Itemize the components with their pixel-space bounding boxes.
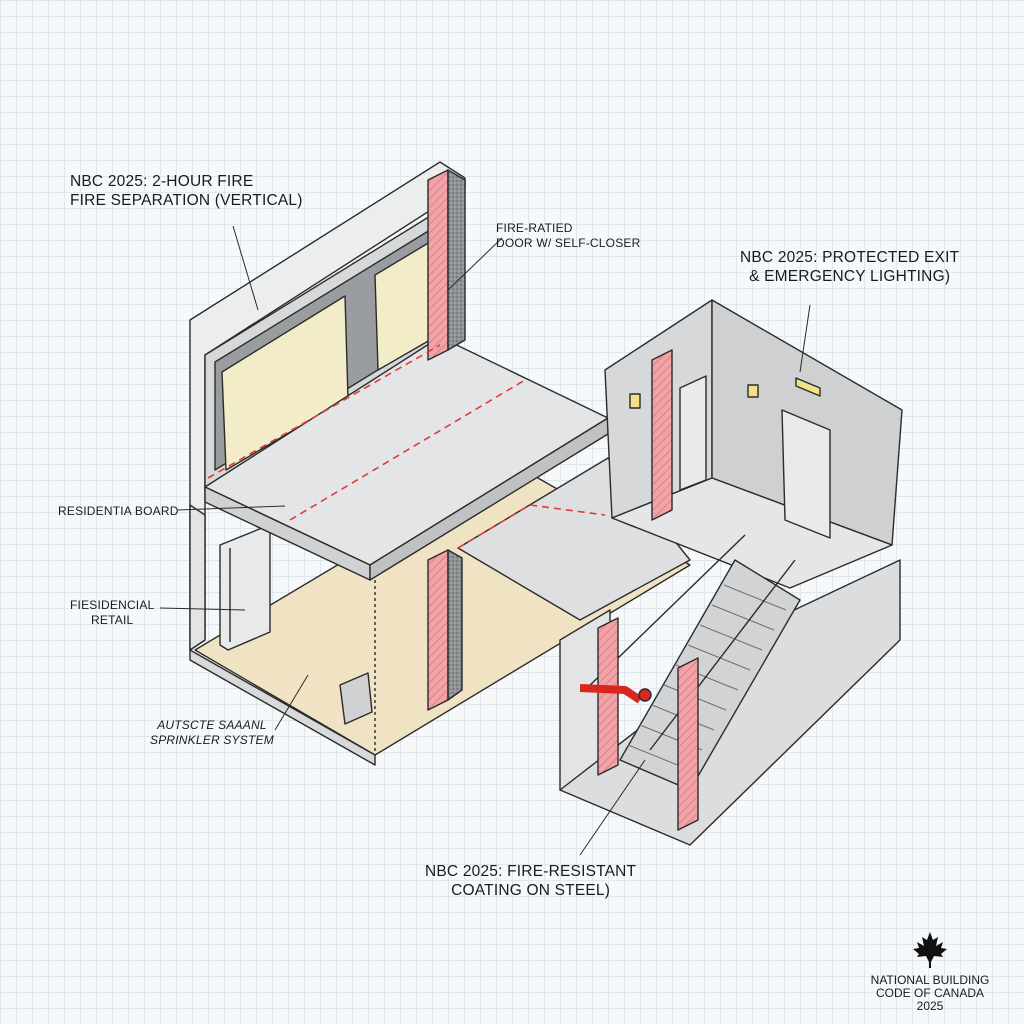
logo-line: NATIONAL BUILDING (870, 973, 990, 987)
callout-line: FIESIDENCIAL (70, 598, 155, 612)
emergency-light (747, 384, 759, 398)
steel-column (427, 549, 449, 711)
column-coating (447, 169, 466, 351)
fire-separation-lines (207, 344, 606, 549)
steel-column (427, 169, 449, 361)
exit-sign (795, 377, 821, 397)
stair-shaft (559, 299, 903, 846)
sprinkler-head (638, 688, 652, 702)
callout-line: FIRE-RATIED (496, 221, 573, 235)
callout-line: NBC 2025: 2-HOUR FIRE (70, 173, 254, 190)
logo-text: NATIONAL BUILDING CODE OF CANADA 2025 (840, 973, 1020, 1014)
callout-fire-rated-door: FIRE-RATIED DOOR W/ SELF-CLOSER (496, 221, 640, 251)
maple-leaf-icon (913, 932, 947, 968)
handrail (649, 559, 796, 751)
leader-lines (159, 225, 811, 856)
callout-protected-exit: NBC 2025: PROTECTED EXIT & EMERGENCY LIG… (740, 248, 959, 287)
column-coating (447, 549, 463, 701)
callout-fire-resistant-coating: NBC 2025: FIRE-RESISTANT COATING ON STEE… (425, 862, 636, 901)
callout-line: COATING ON STEEL) (451, 882, 611, 900)
floor-edge (189, 649, 376, 766)
callout-residential-retail: FIESIDENCIAL RETAIL (70, 598, 154, 628)
logo-line: CODE OF CANADA (875, 986, 984, 1001)
callout-line: & EMERGENCY LIGHTING) (749, 268, 951, 286)
callout-line: AUTSCTE SAAANL (157, 718, 267, 732)
sprinkler-pipe (579, 684, 643, 704)
callout-residential-board: RESIDENTIA BOARD (58, 504, 179, 519)
callout-line: NBC 2025: FIRE-RESISTANT (425, 863, 637, 880)
steel-column (677, 657, 699, 831)
side-wall (189, 504, 206, 651)
callout-line: RESIDENTIA BOARD (58, 504, 179, 518)
logo-line: 2025 (916, 999, 944, 1014)
steel-column (597, 617, 619, 776)
exit-door (679, 375, 707, 491)
callout-line: FIRE SEPARATION (VERTICAL) (70, 192, 303, 210)
callout-line: DOOR W/ SELF-CLOSER (496, 236, 641, 250)
callout-line: RETAIL (91, 613, 134, 627)
stair-landing (611, 477, 893, 589)
steel-column (651, 349, 673, 521)
nbc-logo: NATIONAL BUILDING CODE OF CANADA 2025 (840, 930, 1020, 1014)
stair-flight (619, 559, 801, 791)
callout-line: SPRINKLER SYSTEM (150, 733, 274, 747)
exit-door (781, 409, 831, 539)
callout-sprinkler-system: AUTSCTE SAAANL SPRINKLER SYSTEM (150, 718, 274, 748)
emergency-light (629, 393, 641, 409)
electrical-cabinet (219, 527, 271, 651)
callout-two-hour-separation: NBC 2025: 2-HOUR FIRE FIRE SEPARATION (V… (70, 172, 303, 211)
sprinkler-panel (339, 672, 373, 725)
callout-line: NBC 2025: PROTECTED EXIT (740, 249, 960, 266)
